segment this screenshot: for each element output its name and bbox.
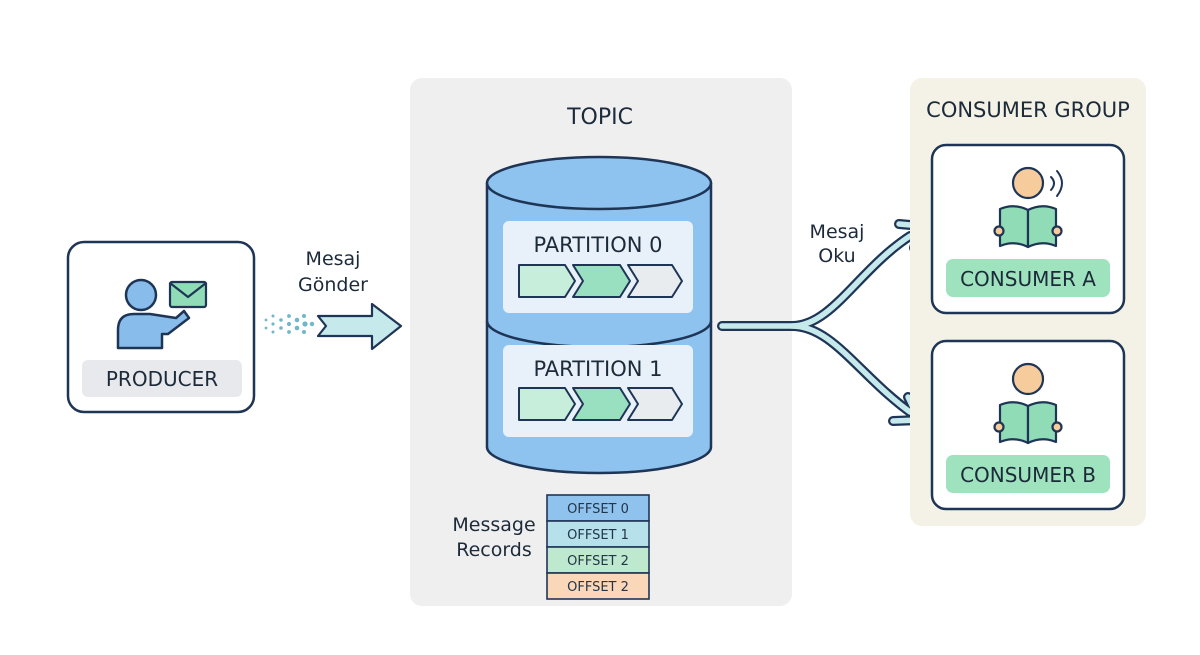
send-label-line2: Gönder <box>298 274 368 296</box>
consumer-b-label: CONSUMER B <box>960 463 1096 487</box>
offset-row <box>546 546 650 574</box>
offset-label: OFFSET 0 <box>567 502 629 517</box>
partition-1-label: PARTITION 1 <box>533 357 662 381</box>
send-particles <box>264 314 315 334</box>
offset-label: OFFSET 1 <box>567 528 629 543</box>
read-label-line2: Oku <box>818 245 855 267</box>
partition-0-label: PARTITION 0 <box>533 233 662 257</box>
read-label-line1: Mesaj <box>810 221 865 243</box>
partition-0-message-1 <box>518 264 576 298</box>
partition-1-message-2 <box>572 387 631 421</box>
partition-1-message-1 <box>518 387 576 421</box>
consumer-group-title: CONSUMER GROUP <box>926 98 1130 122</box>
consumer-a-label: CONSUMER A <box>960 267 1096 291</box>
consumer-b-card: CONSUMER B <box>930 339 1126 511</box>
offset-stack: OFFSET 0 OFFSET 1 OFFSET 2 OFFSET 2 <box>546 494 650 600</box>
offset-row <box>546 494 650 522</box>
records-label-line2: Records <box>456 539 532 561</box>
offset-row <box>546 572 650 600</box>
producer-card: PRODUCER <box>66 240 256 414</box>
partition-1-message-3 <box>627 387 683 421</box>
producer-label: PRODUCER <box>106 367 218 391</box>
offset-row <box>546 520 650 548</box>
partition-1: PARTITION 1 <box>503 345 693 437</box>
reader-icon <box>993 362 1063 445</box>
send-label-line1: Mesaj <box>306 248 361 270</box>
records-label-line1: Message <box>452 514 535 536</box>
envelope-icon <box>168 280 208 309</box>
sound-waves-icon <box>1050 170 1063 197</box>
partition-0-message-2 <box>572 264 631 298</box>
offset-label: OFFSET 2 <box>567 554 629 569</box>
offset-label: OFFSET 2 <box>567 580 629 595</box>
consumer-a-card: CONSUMER A <box>930 143 1126 315</box>
partition-0: PARTITION 0 <box>503 221 693 313</box>
partition-0-message-3 <box>627 264 683 298</box>
topic-title: TOPIC <box>566 105 633 130</box>
producer-person-icon <box>116 278 191 350</box>
reader-icon <box>993 166 1063 249</box>
send-arrow <box>316 302 403 351</box>
